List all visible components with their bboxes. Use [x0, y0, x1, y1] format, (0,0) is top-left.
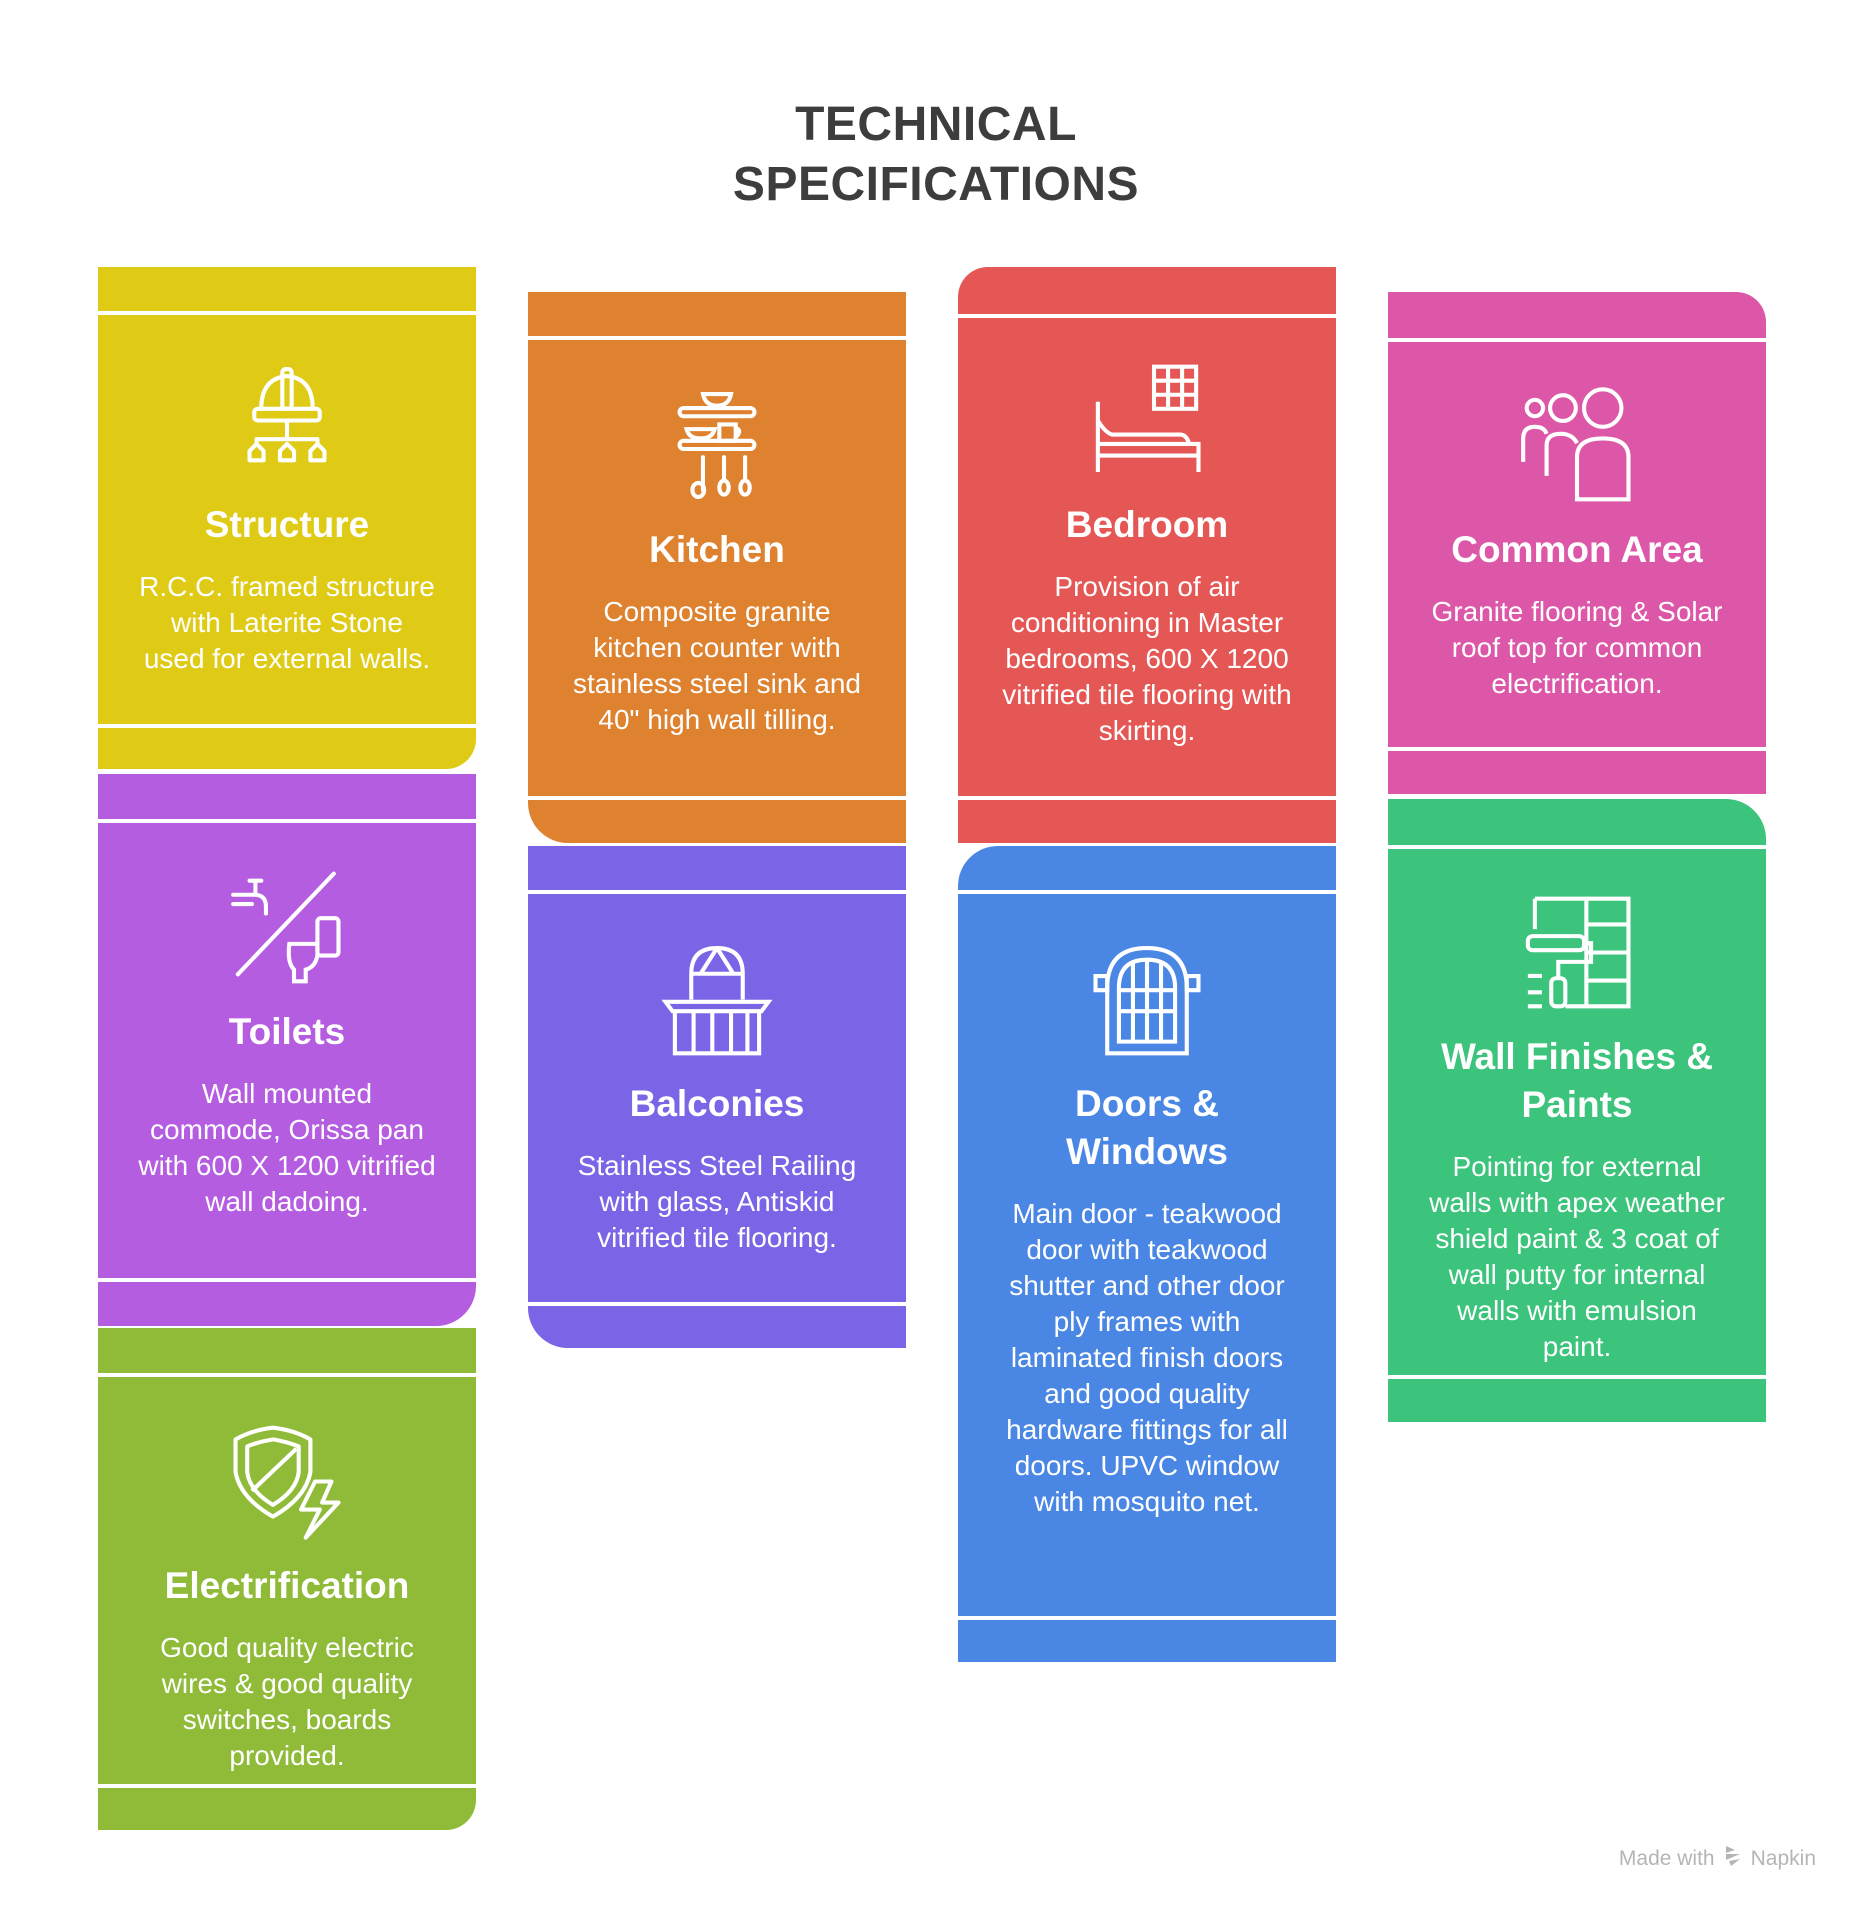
- card-body: Composite granite kitchen counter with s…: [573, 596, 861, 735]
- tap-toilet-icon: [227, 869, 347, 986]
- card-title: Wall Finishes & Paints: [1440, 1036, 1714, 1125]
- divider: [958, 796, 1336, 800]
- card-body: Pointing for external walls with apex we…: [1429, 1151, 1725, 1362]
- card-body: Provision of air conditioning in Master …: [1002, 571, 1292, 746]
- card-balconies: Balconies Stainless Steel Railing with g…: [528, 846, 906, 1348]
- divider: [958, 890, 1336, 894]
- divider: [528, 890, 906, 894]
- divider: [98, 1784, 476, 1788]
- card-kitchen: Kitchen Composite granite kitchen counte…: [528, 292, 906, 843]
- card-electrification: Electrification Good quality electric wi…: [98, 1328, 476, 1830]
- title-line-2: SPECIFICATIONS: [732, 158, 1140, 211]
- bed-icon: [1087, 362, 1207, 479]
- card-structure: Structure R.C.C. framed structure with L…: [98, 267, 476, 769]
- card-title: Balconies: [629, 1083, 805, 1124]
- card-wall-finishes: Wall Finishes & Paints Pointing for exte…: [1388, 799, 1766, 1422]
- card-toilets: Toilets Wall mounted commode, Orissa pan…: [98, 774, 476, 1326]
- card-title: Kitchen: [649, 529, 785, 570]
- card-title: Common Area: [1451, 529, 1703, 570]
- page-title: TECHNICAL SPECIFICATIONS: [0, 95, 1872, 215]
- card-title: Bedroom: [1065, 504, 1229, 545]
- card-title: Electrification: [164, 1565, 410, 1606]
- card-body: Good quality electric wires & good quali…: [160, 1632, 414, 1771]
- divider: [98, 724, 476, 728]
- card-body: Stainless Steel Railing with glass, Anti…: [577, 1150, 857, 1253]
- card-title: Structure: [204, 504, 370, 545]
- napkin-credit[interactable]: Made with Napkin: [1619, 1845, 1816, 1873]
- divider: [98, 311, 476, 315]
- balcony-icon: [657, 941, 777, 1058]
- shield-bolt-icon: [227, 1423, 347, 1540]
- divider: [1388, 845, 1766, 849]
- divider: [528, 1302, 906, 1306]
- napkin-logo-icon: [1723, 1845, 1743, 1873]
- made-with-label: Made with: [1618, 1847, 1715, 1870]
- card-body: Wall mounted commode, Orissa pan with 60…: [138, 1078, 436, 1217]
- divider: [528, 796, 906, 800]
- hardhat-hierarchy-icon: [227, 362, 347, 479]
- divider: [1388, 1375, 1766, 1379]
- people-icon: [1517, 387, 1637, 504]
- divider: [98, 1373, 476, 1377]
- card-doors-windows: Doors & Windows Main door - teakwood doo…: [958, 846, 1336, 1662]
- card-title: Toilets: [228, 1011, 346, 1052]
- divider: [528, 336, 906, 340]
- divider: [1388, 338, 1766, 342]
- card-common-area: Common Area Granite flooring & Solar roo…: [1388, 292, 1766, 794]
- divider: [958, 1616, 1336, 1620]
- divider: [98, 1278, 476, 1282]
- divider: [98, 819, 476, 823]
- card-body: R.C.C. framed structure with Laterite St…: [139, 571, 435, 674]
- napkin-brand: Napkin: [1750, 1847, 1816, 1870]
- divider: [958, 314, 1336, 318]
- card-title: Doors & Windows: [1065, 1083, 1229, 1172]
- card-body: Granite flooring & Solar roof top for co…: [1431, 596, 1723, 699]
- divider: [1388, 747, 1766, 751]
- card-body: Main door - teakwood door with teakwood …: [1006, 1198, 1288, 1517]
- paint-roller-wall-icon: [1517, 894, 1637, 1011]
- kitchen-shelf-icon: [657, 387, 777, 504]
- title-line-1: TECHNICAL: [795, 98, 1077, 151]
- window-icon: [1087, 941, 1207, 1058]
- card-bedroom: Bedroom Provision of air conditioning in…: [958, 267, 1336, 843]
